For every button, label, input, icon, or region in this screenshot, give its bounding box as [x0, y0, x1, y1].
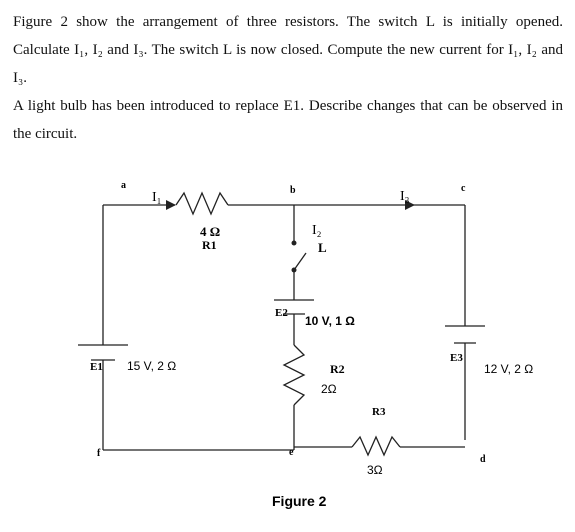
r2-value-label: 2Ω	[321, 382, 337, 396]
r1-value-label: 4 Ω	[200, 224, 220, 239]
r3-value-label: 3Ω	[367, 463, 383, 477]
node-b-label: b	[290, 185, 296, 196]
e3-value-label: 12 V, 2 Ω	[484, 362, 533, 376]
e1-value-label: 15 V, 2 Ω	[127, 359, 176, 373]
e3-name-label: E3	[450, 352, 463, 364]
question-paragraph-1: Figure 2 show the arrangement of three r…	[13, 14, 563, 86]
figure-caption: Figure 2	[272, 493, 327, 509]
switch-l-label: L	[318, 240, 327, 255]
node-c-label: c	[461, 183, 466, 194]
node-d-label: d	[480, 454, 486, 465]
e2-value-label: 10 V, 1 Ω	[305, 314, 355, 328]
resistor-r3-zigzag	[351, 435, 401, 457]
switch-blade	[293, 252, 307, 271]
r2-name-label: R2	[330, 362, 345, 376]
current-i3-label: I₃	[400, 189, 410, 204]
question-paragraph-2: A light bulb has been introduced to repl…	[13, 98, 563, 142]
e1-name-label: E1	[90, 361, 103, 373]
current-i2-label: I₂	[312, 223, 322, 238]
current-i1-label: I₁	[152, 190, 162, 205]
resistor-r1-zigzag	[175, 191, 229, 216]
r3-name-label: R3	[372, 406, 386, 418]
e2-name-label: E2	[275, 307, 288, 319]
question-text: Figure 2 show the arrangement of three r…	[13, 8, 563, 148]
i3-arrow-icon	[405, 200, 415, 210]
r1-name-label: R1	[202, 238, 217, 252]
node-e-label: e	[289, 447, 294, 458]
switch-contact-top	[291, 240, 297, 246]
resistor-r2-zigzag	[282, 344, 306, 406]
switch-contact-bottom	[291, 267, 297, 273]
i1-arrow-icon	[166, 200, 176, 210]
node-a-label: a	[121, 180, 126, 191]
node-f-label: f	[97, 448, 101, 459]
